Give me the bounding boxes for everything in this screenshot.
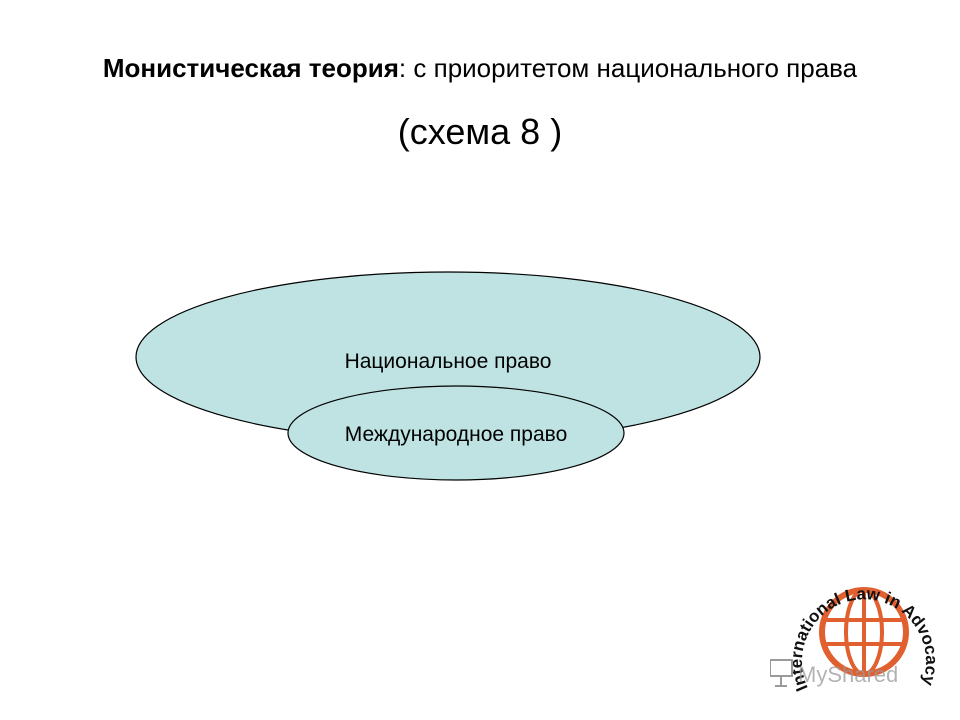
slideshow-icon — [770, 659, 793, 687]
international-law-label: Международное право — [345, 423, 568, 446]
logo: International Law in Advocacy MyShared — [770, 584, 941, 694]
national-law-label: Национальное право — [345, 350, 552, 373]
watermark-text: MyShared — [798, 662, 898, 687]
title-bold-part: Монистическая теория — [102, 53, 399, 83]
slide-title: Монистическая теория: с приоритетом наци… — [0, 48, 960, 88]
slide-subtitle: (схема 8 ) — [397, 111, 563, 152]
international-law-ellipse — [287, 385, 625, 481]
title-separator: : — [398, 53, 407, 83]
title-rest-part: с приоритетом национального права — [413, 53, 858, 83]
globe-icon — [819, 587, 909, 677]
